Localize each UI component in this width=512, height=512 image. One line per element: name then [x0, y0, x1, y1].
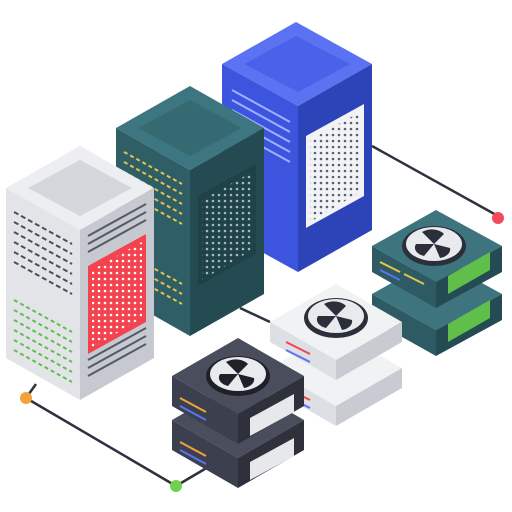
fan-icon [304, 298, 368, 338]
server-stack-teal [372, 210, 502, 356]
side-vent-lines [87, 203, 147, 377]
network-node-icon [170, 480, 182, 492]
network-node-icon [492, 212, 504, 224]
network-node-icon [20, 392, 32, 404]
server-stack-dark [172, 338, 304, 488]
dark-vent-lines [13, 211, 73, 295]
server-tower-grey [6, 146, 154, 400]
network-node-icons [20, 212, 504, 492]
fan-icon [402, 226, 466, 266]
fan-icon [206, 356, 270, 396]
